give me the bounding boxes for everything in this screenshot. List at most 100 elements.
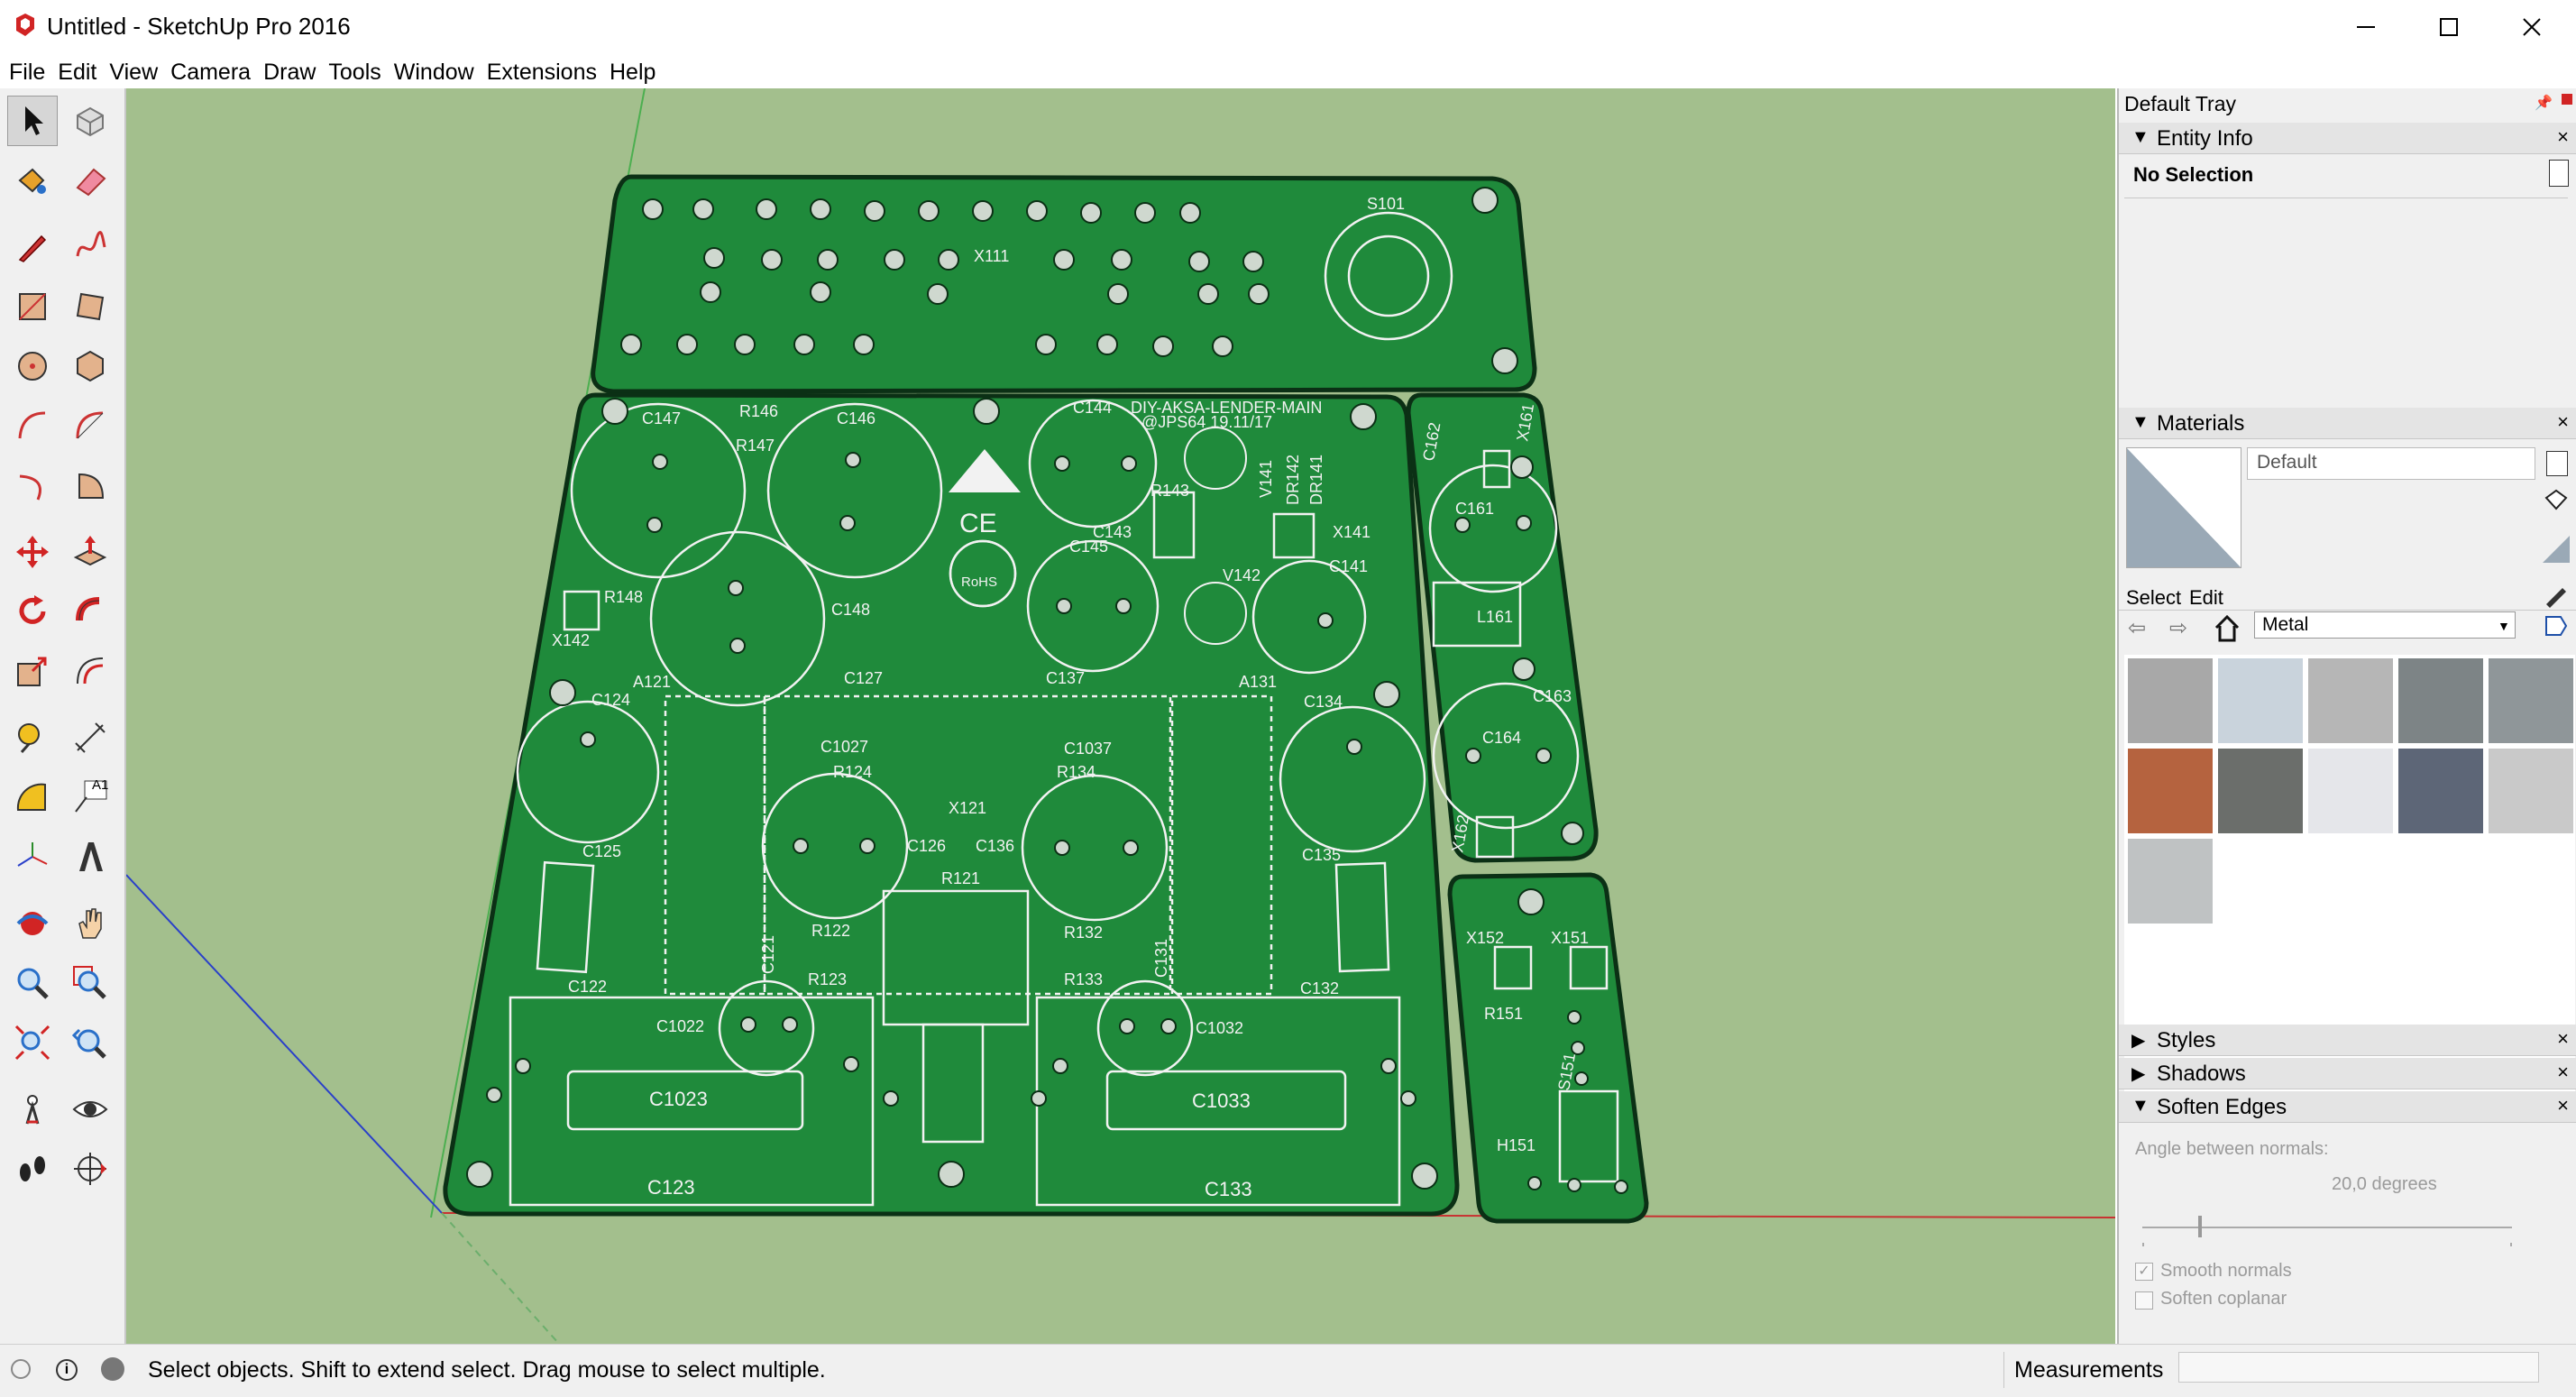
protractor-button[interactable]	[7, 772, 58, 823]
swatch-metal-5[interactable]	[2489, 658, 2573, 743]
swatch-metal-7[interactable]	[2218, 749, 2303, 833]
swatch-metal-11[interactable]	[2128, 839, 2213, 924]
info-icon[interactable]: i	[56, 1359, 78, 1381]
back-arrow-icon[interactable]: ⇦	[2128, 616, 2147, 640]
material-library-select[interactable]: Metal	[2254, 611, 2516, 639]
look-around-button[interactable]	[65, 1084, 115, 1135]
styles-header[interactable]: ▶ Styles ×	[2119, 1025, 2576, 1056]
panel-close-icon[interactable]: ×	[2557, 1094, 2569, 1117]
eyedropper-icon[interactable]	[2543, 581, 2570, 608]
line-tool-button[interactable]	[7, 222, 58, 272]
menu-view[interactable]: View	[109, 60, 159, 85]
menu-help[interactable]: Help	[610, 60, 656, 85]
swatch-metal-4[interactable]	[2398, 658, 2483, 743]
paint-bucket-button[interactable]	[7, 155, 58, 206]
drawing-viewport[interactable]: S101 X111 C147 R146 R147 C146 R148 X142 …	[126, 88, 2115, 1344]
text-tool-button[interactable]: A1	[65, 772, 115, 823]
sample-paint-icon[interactable]	[2543, 527, 2570, 563]
menu-extensions[interactable]: Extensions	[486, 60, 597, 85]
swatch-metal-8[interactable]	[2308, 749, 2393, 833]
swatch-metal-10[interactable]	[2489, 749, 2573, 833]
pie-tool-button[interactable]	[65, 460, 115, 510]
zoom-window-button[interactable]	[65, 958, 115, 1008]
angle-slider-thumb[interactable]	[2197, 1216, 2202, 1237]
slider-tick	[2142, 1243, 2144, 1246]
entity-info-panel: No Selection	[2119, 154, 2576, 290]
offset-tool-button[interactable]	[65, 646, 115, 696]
rectangle-tool-button[interactable]	[7, 281, 58, 332]
arc-tool-button[interactable]	[7, 400, 58, 451]
panel-close-icon[interactable]: ×	[2557, 1061, 2569, 1083]
position-camera-icon	[25, 1095, 40, 1125]
rotate-tool-button[interactable]	[7, 586, 58, 637]
label-c1033: C1033	[1192, 1089, 1251, 1112]
minimize-button[interactable]	[2324, 0, 2407, 54]
position-camera-button[interactable]	[7, 1084, 58, 1135]
pcb-model[interactable]: S101 X111 C147 R146 R147 C146 R148 X142 …	[126, 88, 2115, 1344]
panel-close-icon[interactable]: ×	[2557, 125, 2569, 148]
paint-bucket-icon[interactable]	[2543, 487, 2570, 514]
details-arrow-icon[interactable]	[2543, 613, 2568, 639]
two-point-arc-button[interactable]	[65, 400, 115, 451]
shadows-header[interactable]: ▶ Shadows ×	[2119, 1058, 2576, 1089]
move-tool-button[interactable]	[7, 527, 58, 577]
geo-location-icon[interactable]	[11, 1359, 31, 1379]
menu-edit[interactable]: Edit	[58, 60, 97, 85]
soften-edges-header[interactable]: ▼ Soften Edges ×	[2119, 1091, 2576, 1123]
menu-tools[interactable]: Tools	[328, 60, 381, 85]
materials-edit-tab[interactable]: Edit	[2189, 586, 2223, 609]
follow-me-button[interactable]	[65, 586, 115, 637]
walk-tool-button[interactable]	[7, 1144, 58, 1194]
freehand-tool-button[interactable]	[65, 222, 115, 272]
push-pull-button[interactable]	[65, 527, 115, 577]
soften-coplanar-checkbox[interactable]	[2135, 1291, 2153, 1310]
menu-file[interactable]: File	[9, 60, 46, 85]
details-toggle-icon[interactable]	[2549, 160, 2569, 187]
angle-slider-track[interactable]	[2142, 1227, 2512, 1228]
user-account-icon[interactable]	[101, 1357, 124, 1381]
swatch-metal-9[interactable]	[2398, 749, 2483, 833]
eraser-button[interactable]	[65, 155, 115, 206]
entity-info-header[interactable]: ▼ Entity Info ×	[2119, 123, 2576, 154]
swatch-metal-2[interactable]	[2218, 658, 2303, 743]
create-material-icon[interactable]	[2546, 451, 2568, 476]
swatch-metal-6[interactable]	[2128, 749, 2213, 833]
menu-draw[interactable]: Draw	[263, 60, 316, 85]
material-name-field[interactable]: Default	[2247, 447, 2535, 480]
pan-tool-button[interactable]	[65, 898, 115, 949]
tray-close-icon[interactable]	[2562, 94, 2572, 105]
materials-select-tab[interactable]: Select	[2126, 586, 2182, 609]
maximize-icon	[2440, 18, 2458, 36]
axes-tool-button[interactable]	[7, 832, 58, 882]
panel-close-icon[interactable]: ×	[2557, 1027, 2569, 1050]
menu-camera[interactable]: Camera	[170, 60, 252, 85]
polygon-tool-button[interactable]	[65, 341, 115, 391]
previous-view-button[interactable]	[65, 1017, 115, 1068]
home-icon[interactable]	[2213, 613, 2241, 642]
forward-arrow-icon[interactable]: ⇨	[2169, 616, 2188, 640]
materials-header[interactable]: ▼ Materials ×	[2119, 408, 2576, 439]
make-component-button[interactable]	[65, 96, 115, 146]
select-tool-button[interactable]	[7, 96, 58, 146]
close-button[interactable]	[2490, 0, 2573, 54]
tape-measure-button[interactable]	[7, 712, 58, 763]
label-h151: H151	[1497, 1136, 1536, 1154]
rotated-rectangle-button[interactable]	[65, 281, 115, 332]
panel-close-icon[interactable]: ×	[2557, 410, 2569, 433]
3d-text-button[interactable]	[65, 832, 115, 882]
measurements-input[interactable]	[2178, 1352, 2539, 1383]
zoom-tool-button[interactable]	[7, 958, 58, 1008]
scale-tool-button[interactable]	[7, 646, 58, 696]
three-point-arc-button[interactable]	[7, 460, 58, 510]
section-plane-button[interactable]	[65, 1144, 115, 1194]
pin-icon[interactable]: 📌	[2535, 96, 2553, 111]
circle-tool-button[interactable]	[7, 341, 58, 391]
dimension-tool-button[interactable]	[65, 712, 115, 763]
swatch-metal-1[interactable]	[2128, 658, 2213, 743]
orbit-tool-button[interactable]	[7, 898, 58, 949]
smooth-normals-checkbox[interactable]: ✓	[2135, 1263, 2153, 1281]
zoom-extents-button[interactable]	[7, 1017, 58, 1068]
maximize-button[interactable]	[2407, 0, 2490, 54]
swatch-metal-3[interactable]	[2308, 658, 2393, 743]
menu-window[interactable]: Window	[393, 60, 474, 85]
